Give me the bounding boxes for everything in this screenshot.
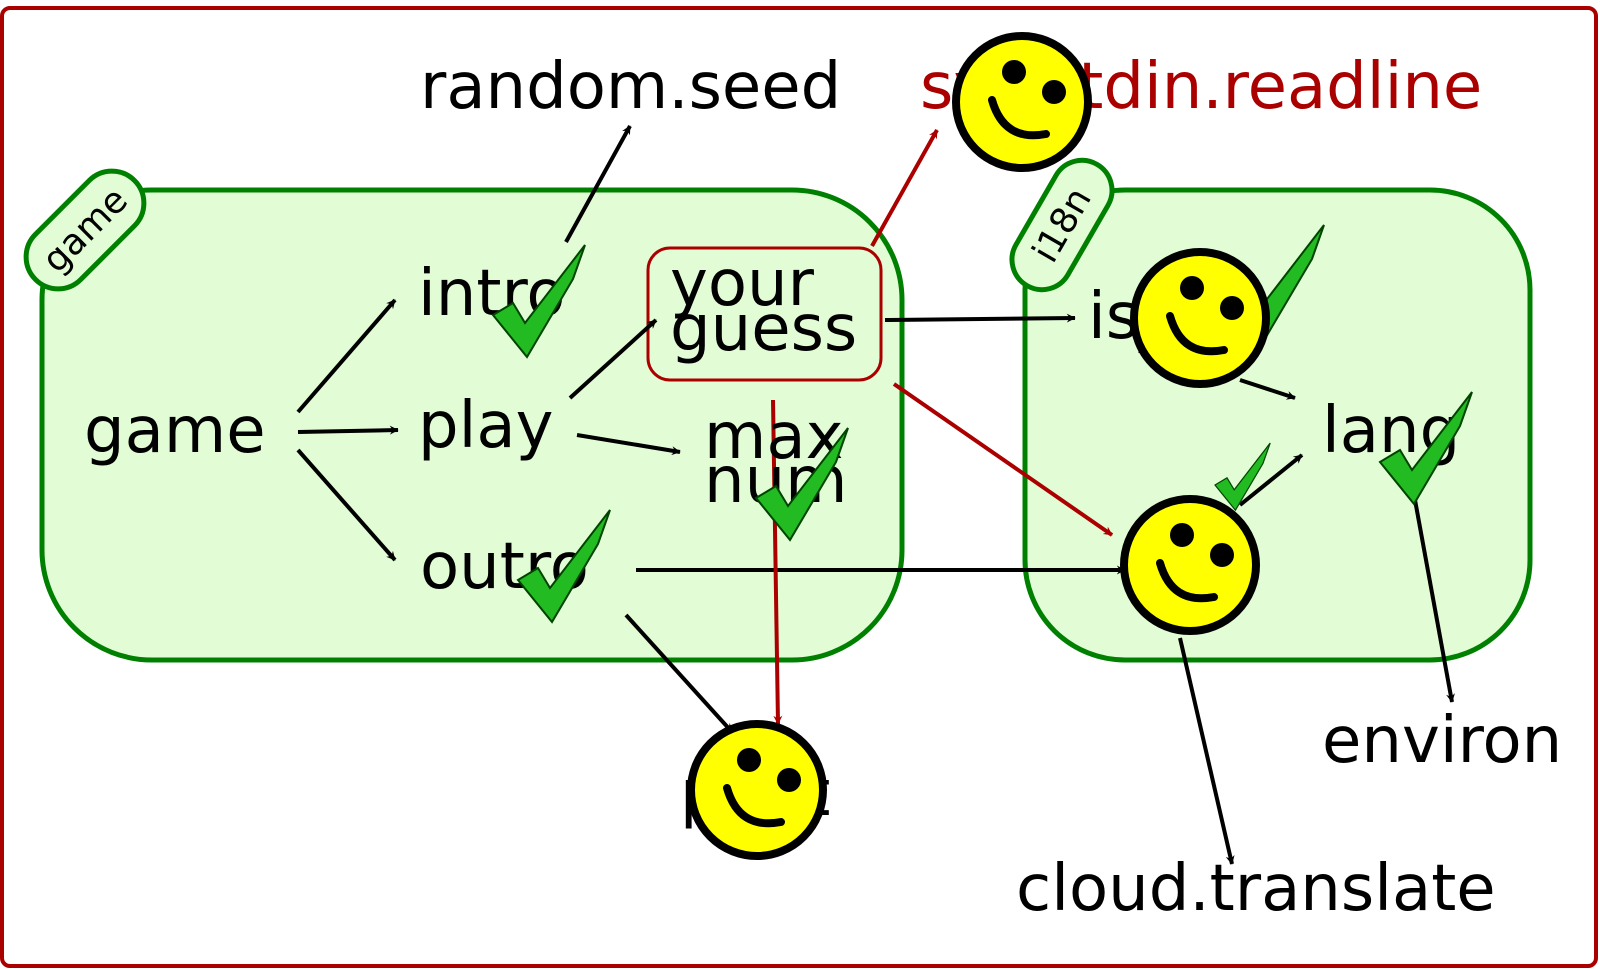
edge-game-play	[297, 425, 399, 435]
edge-outro-print	[624, 613, 734, 734]
smiley-icon	[956, 36, 1088, 168]
edge-your-guess-is-int	[884, 313, 1076, 323]
edge-your-guess-print	[771, 399, 783, 725]
node-random-seed: random.seed	[420, 50, 841, 124]
node-your-guess-line2: guess	[670, 292, 857, 366]
edge-game-outro	[296, 448, 397, 562]
edge-i18n-cloud-translate	[1178, 637, 1235, 865]
edge-play-max-num	[576, 433, 681, 456]
node-your-guess-line1: your	[670, 247, 815, 321]
edge-play-your-guess	[568, 318, 658, 400]
your-guess-highlight-box	[646, 246, 883, 382]
node-play: play	[418, 389, 554, 463]
smiley-icon	[691, 724, 823, 856]
edge-lang-environ	[1413, 499, 1455, 703]
node-environ: environ	[1322, 704, 1562, 778]
edge-intro-random-seed	[564, 125, 632, 243]
edge-your-guess-stdin-readline	[870, 129, 939, 247]
package-game: game	[23, 168, 905, 663]
edge-game-intro	[296, 298, 397, 414]
node-max-num-line1: max	[704, 400, 843, 474]
edge-i18n-lang	[1238, 453, 1304, 507]
package-game-body	[39, 187, 905, 663]
node-game: game	[84, 394, 266, 468]
smiley-icon	[1134, 252, 1266, 384]
node-cloud-translate: cloud.translate	[1016, 852, 1496, 926]
edges-normal	[296, 125, 1455, 865]
edges-highlighted	[771, 129, 1114, 725]
edge-is-int-lang	[1239, 378, 1296, 400]
smiley-icon	[1124, 499, 1256, 631]
edge-your-guess-i18n	[892, 382, 1114, 537]
